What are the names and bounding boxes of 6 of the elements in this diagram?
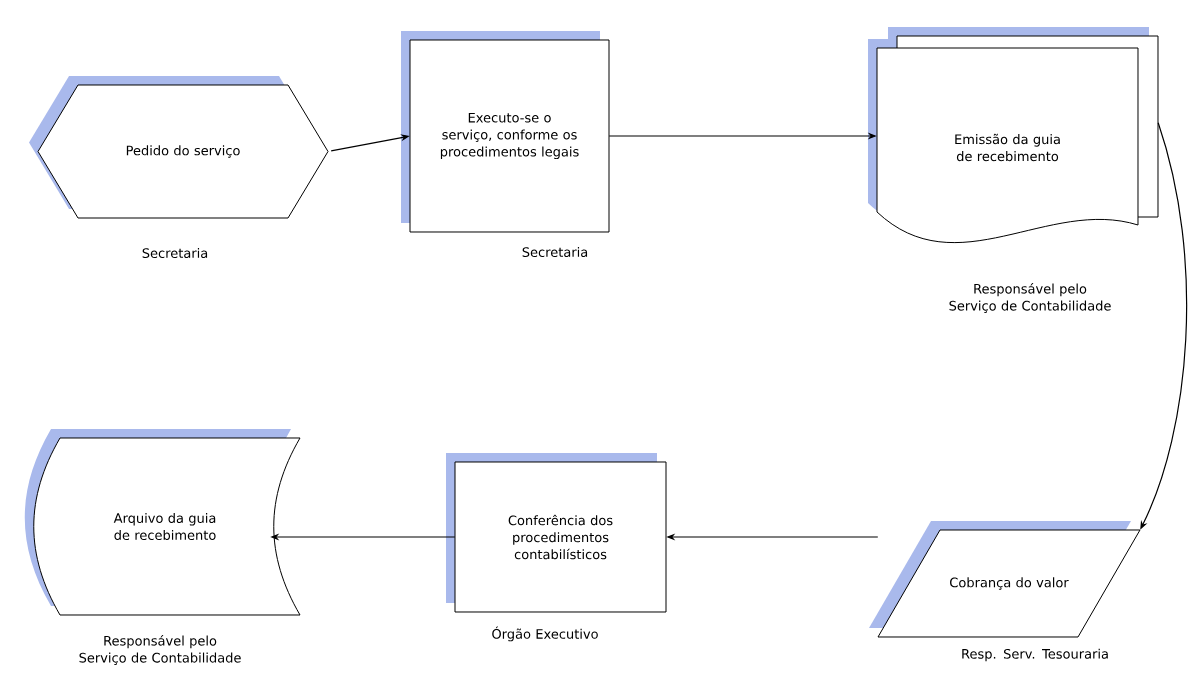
node-label: Responsável pelo Serviço de Contabilidade bbox=[79, 635, 241, 665]
node-label: Secretaria bbox=[522, 246, 588, 258]
node-label: Resp. Serv. Tesouraria bbox=[962, 648, 1108, 662]
node-label: Secretaria bbox=[142, 247, 208, 259]
node-label: Responsável pelo Serviço de Contabilidade bbox=[949, 283, 1111, 313]
node-label: Órgão Executivo bbox=[492, 626, 598, 642]
